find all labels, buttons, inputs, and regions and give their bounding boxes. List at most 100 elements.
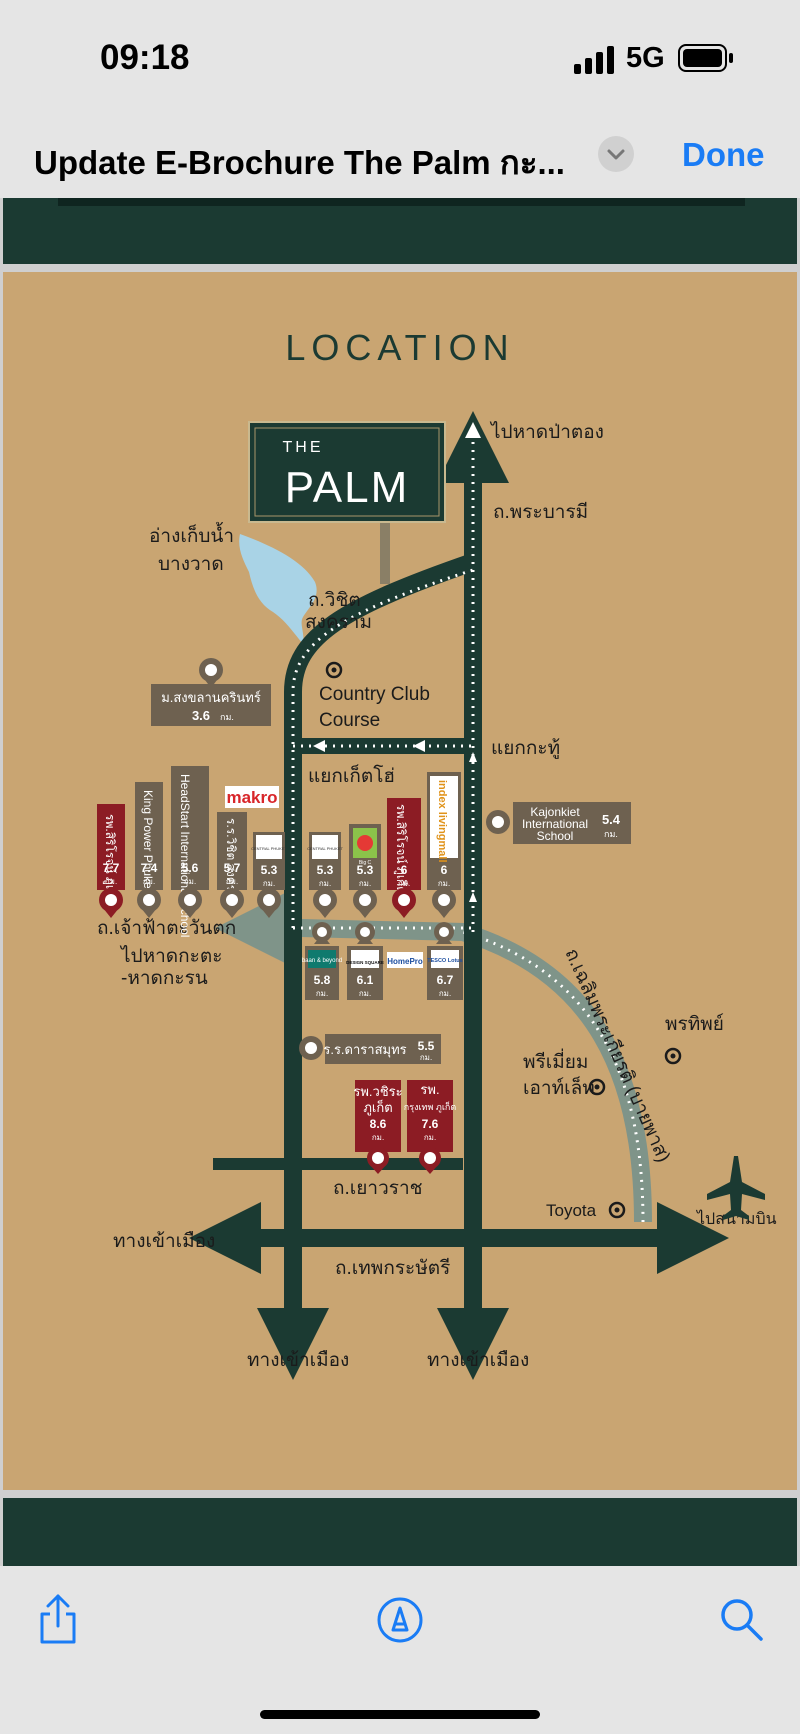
svg-text:กม.: กม. (424, 1133, 436, 1142)
title-menu-button[interactable] (598, 136, 634, 172)
svg-text:กม.: กม. (439, 989, 451, 998)
signal-icon (574, 46, 614, 74)
lower-poi-markers: baan & beyond 5.8 กม. DESIGN SQUARE 6.1 … (302, 922, 463, 1000)
label-kathu: แยกกะทู้ (491, 738, 560, 759)
svg-text:School: School (537, 829, 574, 843)
logo-the-text: THE (283, 439, 324, 456)
svg-text:Kajonkiet: Kajonkiet (530, 805, 580, 819)
label-kata-2: -หาดกะรน (121, 968, 208, 989)
svg-text:6.1: 6.1 (357, 973, 374, 987)
svg-text:กม.: กม. (319, 879, 331, 888)
svg-text:กม.: กม. (226, 877, 238, 886)
svg-text:ภูเก็ต: ภูเก็ต (363, 1098, 392, 1116)
poi-design-square: DESIGN SQUARE 6.1 กม. (346, 922, 384, 1000)
home-indicator[interactable] (260, 1710, 540, 1719)
label-city-bottom-left: ทางเข้าเมือง (247, 1350, 349, 1371)
svg-text:5.4: 5.4 (602, 812, 621, 827)
poi-king-power: King Power Phuket 7.4 กม. (135, 782, 163, 918)
svg-text:กม.: กม. (105, 877, 117, 886)
svg-text:รพ.สิริโรจน์ ภูเก็ต: รพ.สิริโรจน์ ภูเก็ต (102, 814, 118, 904)
label-reservoir-1: อ่างเก็บน้ำ (149, 522, 234, 547)
svg-text:กม.: กม. (359, 989, 371, 998)
label-country-club-1: Country Club (319, 684, 430, 705)
poi-big-c: Big C 5.3 กม. (349, 824, 381, 918)
poi-siroroj-right: รพ.สิริโรจน์ ภูเก็ต 6 กม. (387, 798, 421, 918)
search-icon[interactable] (718, 1596, 766, 1644)
svg-text:7.4: 7.4 (141, 861, 158, 875)
map-heading: LOCATION (285, 327, 514, 368)
status-bar: 09:18 5G (0, 0, 800, 120)
makro-logo: makro (225, 786, 279, 808)
darasamut-badge: ร.ร.ดาราสมุทร 5.5 กม. (299, 1034, 441, 1064)
status-time: 09:18 (100, 38, 190, 77)
poi-siroroj-upper: รพ.สิริโรจน์ ภูเก็ต 7.7 กม. (97, 804, 125, 918)
poi-vachira-hospital: รพ.วชิระ ภูเก็ต 8.6 กม. (353, 1080, 403, 1174)
upper-poi-markers: รพ.สิริโรจน์ ภูเก็ต 7.7 กม. King Power P… (97, 766, 461, 937)
document-viewer[interactable]: LOCATION (0, 198, 800, 1566)
logo-palm-text: PALM (285, 463, 410, 512)
label-kata-1: ไปหาดกะตะ (119, 945, 222, 967)
network-type: 5G (626, 42, 665, 74)
document-title: Update E-Brochure The Palm กะ... (34, 144, 565, 181)
label-yaowarat: ถ.เยาวราช (333, 1178, 423, 1199)
svg-text:ร.ร.วิชิต สงคราม: ร.ร.วิชิต สงคราม (224, 818, 238, 906)
svg-text:5.8: 5.8 (314, 973, 331, 987)
label-premium-1: พรีเมี่ยม (523, 1048, 588, 1073)
svg-text:CENTRAL PHUKET: CENTRAL PHUKET (251, 846, 287, 851)
markup-icon[interactable] (376, 1596, 424, 1644)
label-wichit-1: ถ.วิชิต (308, 590, 361, 611)
svg-text:กม.: กม. (420, 1053, 432, 1062)
chevron-down-icon (607, 149, 625, 160)
svg-text:กม.: กม. (184, 877, 196, 886)
label-city-bottom-right: ทางเข้าเมือง (427, 1350, 529, 1371)
svg-text:8.6: 8.6 (370, 1117, 387, 1131)
svg-text:Big C: Big C (359, 860, 372, 866)
svg-text:baan & beyond: baan & beyond (302, 958, 342, 964)
svg-text:6: 6 (401, 863, 408, 877)
svg-text:5.5: 5.5 (418, 1039, 435, 1053)
next-page-band (3, 1498, 797, 1566)
share-icon[interactable] (36, 1592, 80, 1646)
poi-homepro: HomePro (387, 952, 423, 968)
road-wichit (284, 553, 476, 1322)
svg-text:กม.: กม. (604, 829, 618, 839)
svg-text:กม.: กม. (263, 879, 275, 888)
svg-text:3.6: 3.6 (192, 708, 210, 723)
svg-text:7.6: 7.6 (422, 1117, 439, 1131)
label-porntip: พรทิพย์ (665, 1013, 724, 1035)
battery-icon (678, 44, 733, 72)
premium-marker (588, 1078, 606, 1096)
svg-text:รพ.: รพ. (420, 1082, 439, 1097)
label-toyota: Toyota (546, 1201, 597, 1220)
svg-text:กม.: กม. (220, 712, 234, 722)
country-club-marker (325, 661, 343, 679)
label-reservoir-2: บางวาด (158, 554, 224, 575)
poi-headstart: HeadStart International School 5.6 กม. (171, 766, 209, 937)
svg-text:กม.: กม. (143, 877, 155, 886)
svg-text:index livingmall: index livingmall (436, 780, 448, 863)
svg-text:makro: makro (226, 788, 277, 807)
location-map: LOCATION (97, 327, 777, 1380)
hospital-markers: รพ.วชิระ ภูเก็ต 8.6 กม. รพ. กรุงเทพ ภูเก… (353, 1080, 456, 1174)
toyota-marker (608, 1201, 626, 1219)
svg-text:CENTRAL PHUKET: CENTRAL PHUKET (307, 846, 343, 851)
svg-text:International: International (522, 817, 588, 831)
svg-text:7.7: 7.7 (103, 861, 120, 875)
label-premium-2: เอาท์เล็ท (523, 1075, 595, 1099)
svg-text:6: 6 (441, 863, 448, 877)
svg-text:ร.ร.ดาราสมุทร: ร.ร.ดาราสมุทร (323, 1042, 406, 1058)
poi-index-livingmall: index livingmall 6 กม. (427, 772, 461, 918)
poi-tesco-lotus: TESCO Lotus 6.7 กม. (427, 922, 463, 1000)
reservoir-shape (239, 534, 317, 644)
airplane-icon (707, 1156, 765, 1220)
svg-text:5.6: 5.6 (182, 861, 199, 875)
label-phrabaramee: ถ.พระบารมี (493, 501, 588, 523)
the-palm-logo (248, 421, 446, 523)
poi-wichit-school: ร.ร.วิชิต สงคราม 5.7 กม. (217, 812, 247, 918)
done-button[interactable]: Done (682, 136, 765, 173)
svg-text:กม.: กม. (316, 989, 328, 998)
label-city-left: ทางเข้าเมือง (113, 1231, 215, 1252)
svg-text:5.3: 5.3 (357, 863, 374, 877)
svg-text:HomePro: HomePro (387, 957, 423, 966)
location-map-page: LOCATION (3, 272, 797, 1490)
